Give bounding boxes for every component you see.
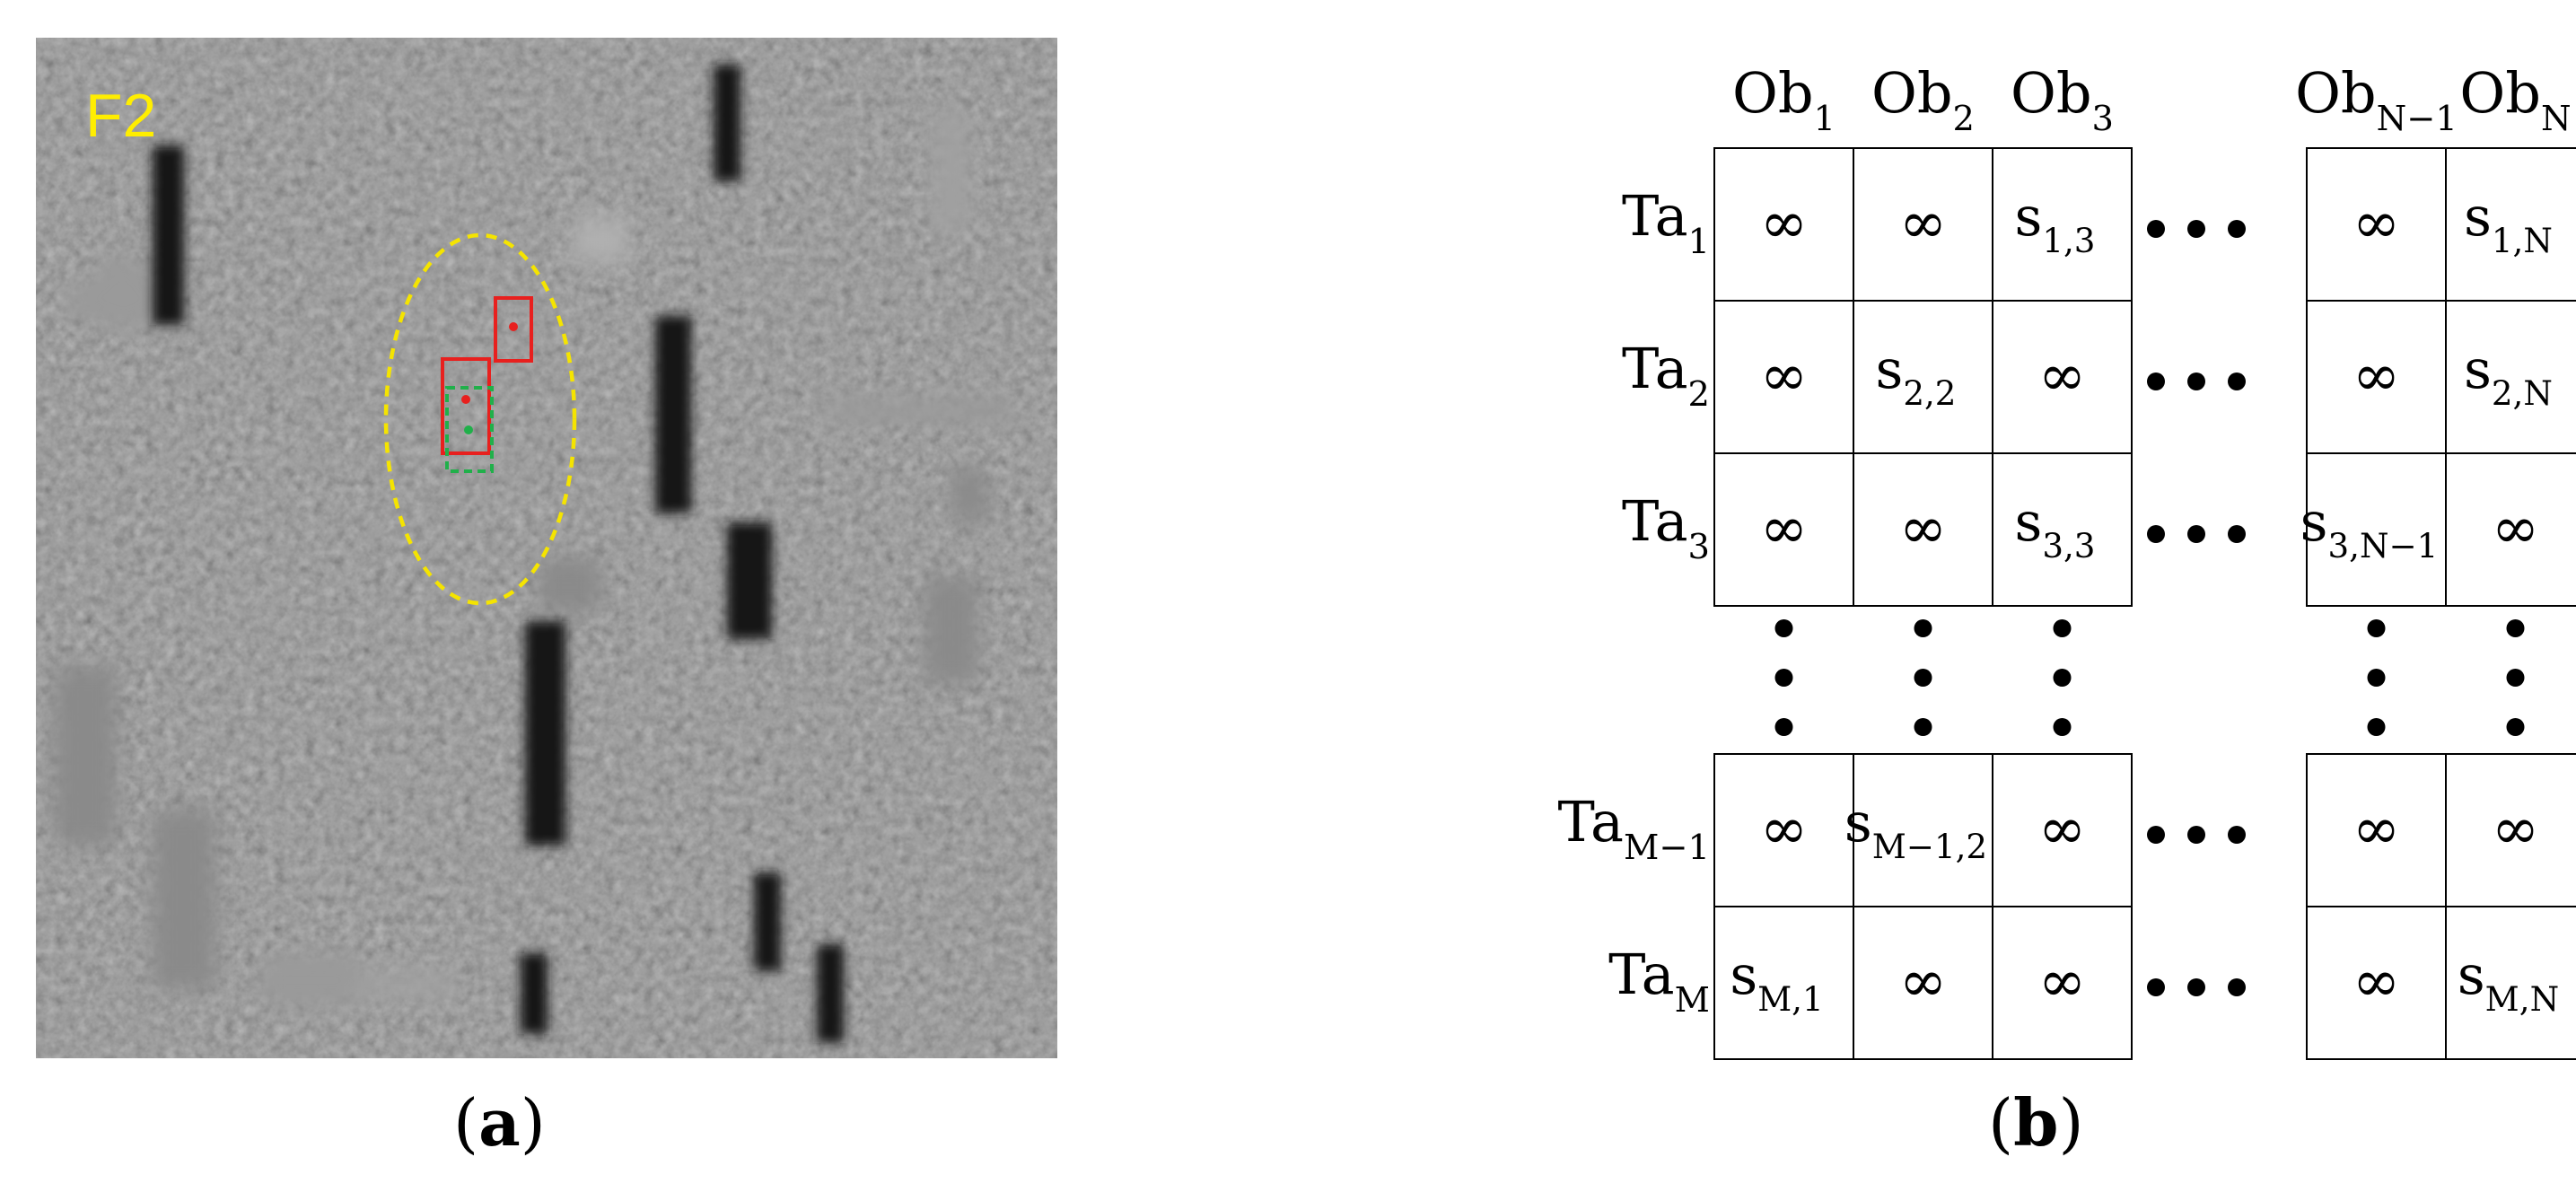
cell-infinity: ∞ bbox=[1899, 190, 1947, 257]
cell-infinity: ∞ bbox=[2492, 495, 2539, 562]
cell-infinity: ∞ bbox=[1760, 796, 1808, 863]
cell-cost: sM,1 bbox=[1730, 944, 1823, 1019]
horizontal-ellipsis-dot bbox=[2187, 978, 2205, 996]
horizontal-ellipsis-dot bbox=[2187, 372, 2205, 390]
bright-clutter bbox=[54, 110, 1014, 1007]
cell-infinity: ∞ bbox=[2038, 796, 2086, 863]
cell-infinity: ∞ bbox=[2353, 949, 2400, 1015]
sar-image-panel: F2 bbox=[36, 38, 1057, 1058]
cell-infinity: ∞ bbox=[2492, 796, 2539, 863]
vertical-ellipsis-dot bbox=[1914, 619, 1932, 637]
horizontal-ellipsis-dot bbox=[2187, 525, 2205, 543]
prediction-box bbox=[445, 386, 494, 473]
horizontal-ellipsis-dot bbox=[2228, 372, 2246, 390]
panel-label-a: (a) bbox=[453, 1084, 546, 1161]
vertical-ellipsis-dot bbox=[2053, 718, 2072, 736]
cell-infinity: ∞ bbox=[1899, 495, 1947, 562]
cell-infinity: ∞ bbox=[1899, 949, 1947, 1015]
cell-infinity: ∞ bbox=[1760, 343, 1808, 409]
horizontal-ellipsis-dot bbox=[2147, 220, 2165, 238]
vertical-ellipsis-dot bbox=[2053, 619, 2072, 637]
vertical-ellipsis-dot bbox=[2053, 669, 2072, 687]
row-header-2: Ta2 bbox=[1622, 336, 1710, 415]
gating-ellipse bbox=[383, 232, 577, 606]
matrix-block bbox=[1713, 147, 2133, 607]
horizontal-ellipsis-dot bbox=[2147, 372, 2165, 390]
detection-point-upper bbox=[509, 322, 518, 331]
horizontal-ellipsis-dot bbox=[2187, 826, 2205, 844]
horizontal-ellipsis-dot bbox=[2228, 978, 2246, 996]
cell-infinity: ∞ bbox=[2038, 343, 2086, 409]
detection-point-lower bbox=[461, 395, 470, 404]
vertical-ellipsis-dot bbox=[1914, 718, 1932, 736]
cell-cost: s1,N bbox=[2464, 186, 2553, 260]
column-header-5: ObN bbox=[2459, 60, 2571, 139]
cell-cost: s2,N bbox=[2464, 338, 2553, 413]
vertical-ellipsis-dot bbox=[2506, 669, 2525, 687]
horizontal-ellipsis-dot bbox=[2228, 220, 2246, 238]
cell-infinity: ∞ bbox=[2353, 190, 2400, 257]
row-header-4: TaM−1 bbox=[1558, 789, 1711, 868]
vertical-ellipsis-dot bbox=[2367, 718, 2386, 736]
cell-cost: sM,N bbox=[2458, 944, 2559, 1019]
dark-targets bbox=[153, 65, 844, 1043]
row-header-3: Ta3 bbox=[1622, 488, 1710, 567]
horizontal-ellipsis-dot bbox=[2147, 525, 2165, 543]
horizontal-ellipsis-dot bbox=[2228, 525, 2246, 543]
horizontal-ellipsis-dot bbox=[2187, 220, 2205, 238]
vertical-ellipsis-dot bbox=[1774, 669, 1793, 687]
cell-cost: s2,2 bbox=[1876, 338, 1957, 413]
row-header-1: Ta1 bbox=[1622, 183, 1710, 262]
vertical-ellipsis-dot bbox=[1774, 619, 1793, 637]
column-header-4: ObN−1 bbox=[2295, 60, 2458, 139]
cell-infinity: ∞ bbox=[1760, 495, 1808, 562]
column-header-3: Ob3 bbox=[2011, 60, 2114, 139]
cell-cost: s1,3 bbox=[2015, 186, 2096, 260]
prediction-point bbox=[464, 425, 473, 434]
frame-label: F2 bbox=[85, 82, 156, 150]
detection-box-upper bbox=[494, 296, 533, 363]
vertical-ellipsis-dot bbox=[2367, 619, 2386, 637]
cell-infinity: ∞ bbox=[2038, 949, 2086, 1015]
vertical-ellipsis-dot bbox=[1914, 669, 1932, 687]
detection-box-lower bbox=[441, 357, 491, 455]
cell-infinity: ∞ bbox=[2353, 343, 2400, 409]
cell-infinity: ∞ bbox=[2353, 796, 2400, 863]
vertical-ellipsis-dot bbox=[2506, 718, 2525, 736]
horizontal-ellipsis-dot bbox=[2147, 978, 2165, 996]
row-header-5: TaM bbox=[1608, 942, 1710, 1021]
horizontal-ellipsis-dot bbox=[2147, 826, 2165, 844]
panel-label-b: (b) bbox=[1988, 1084, 2084, 1161]
horizontal-ellipsis-dot bbox=[2228, 826, 2246, 844]
cell-cost: sM−1,2 bbox=[1844, 792, 1987, 866]
vertical-ellipsis-dot bbox=[1774, 718, 1793, 736]
vertical-ellipsis-dot bbox=[2506, 619, 2525, 637]
cell-cost: s3,3 bbox=[2015, 491, 2096, 565]
vertical-ellipsis-dot bbox=[2367, 669, 2386, 687]
cell-infinity: ∞ bbox=[1760, 190, 1808, 257]
column-header-1: Ob1 bbox=[1732, 60, 1836, 139]
cell-cost: s3,N−1 bbox=[2300, 491, 2439, 565]
column-header-2: Ob2 bbox=[1871, 60, 1975, 139]
